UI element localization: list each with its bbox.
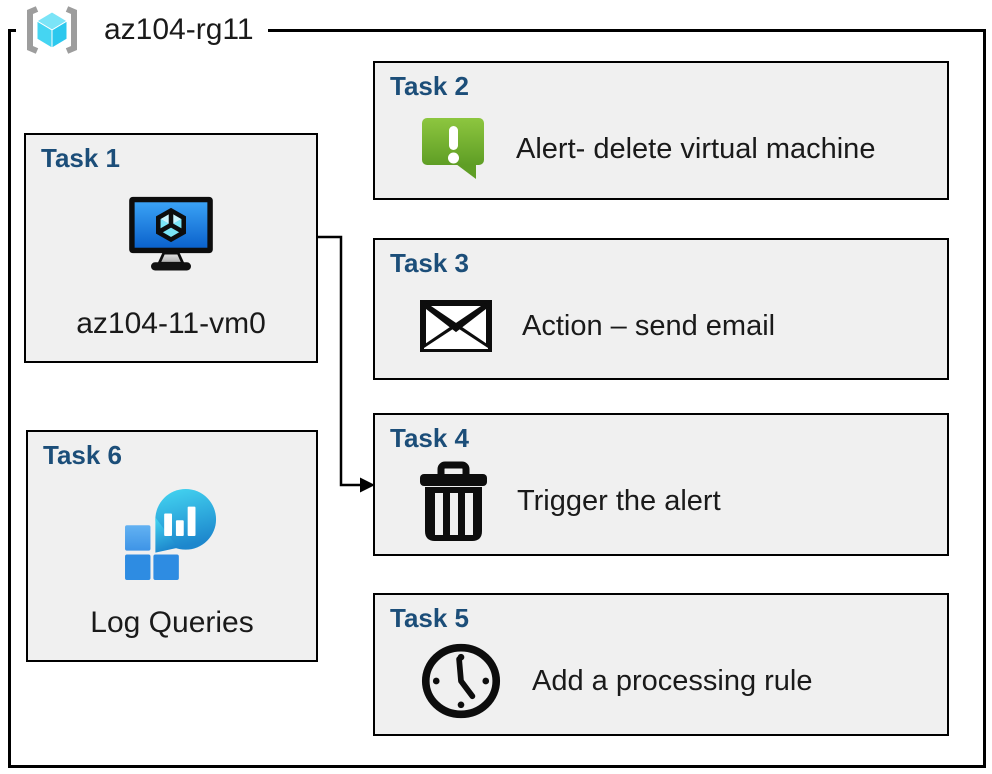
task3-title: Task 3	[390, 248, 470, 278]
task6-title: Task 6	[43, 440, 123, 470]
task2-label: Alert- delete virtual machine	[516, 132, 876, 165]
email-envelope-icon	[420, 300, 492, 352]
log-queries-icon	[125, 488, 219, 580]
task1-box: Task 1	[24, 133, 318, 363]
task5-title: Task 5	[390, 603, 470, 633]
task4-title: Task 4	[390, 423, 470, 453]
clock-icon	[420, 641, 502, 721]
task4-box: Task 4 Trigger the alert	[373, 413, 949, 556]
trash-can-icon	[420, 461, 487, 541]
task3-label: Action – send email	[522, 309, 776, 342]
task1-title: Task 1	[41, 143, 121, 173]
resource-group-name: az104-rg11	[104, 13, 254, 46]
resource-group-header: az104-rg11	[16, 1, 268, 59]
task2-title: Task 2	[390, 71, 470, 101]
task5-label: Add a processing rule	[532, 664, 813, 697]
task6-box: Task 6 Log Q	[26, 430, 318, 662]
task1-label: az104-11-vm0	[76, 307, 266, 340]
task4-label: Trigger the alert	[517, 484, 721, 517]
virtual-machine-icon	[127, 195, 215, 275]
task3-box: Task 3 Action – send email	[373, 238, 949, 380]
task2-box: Task 2 Alert- delete virtual machine	[373, 61, 949, 200]
task6-label: Log Queries	[90, 606, 254, 639]
resource-group-icon	[20, 4, 84, 56]
alert-message-icon	[420, 114, 486, 184]
task5-box: Task 5 Add a processing rule	[373, 593, 949, 736]
